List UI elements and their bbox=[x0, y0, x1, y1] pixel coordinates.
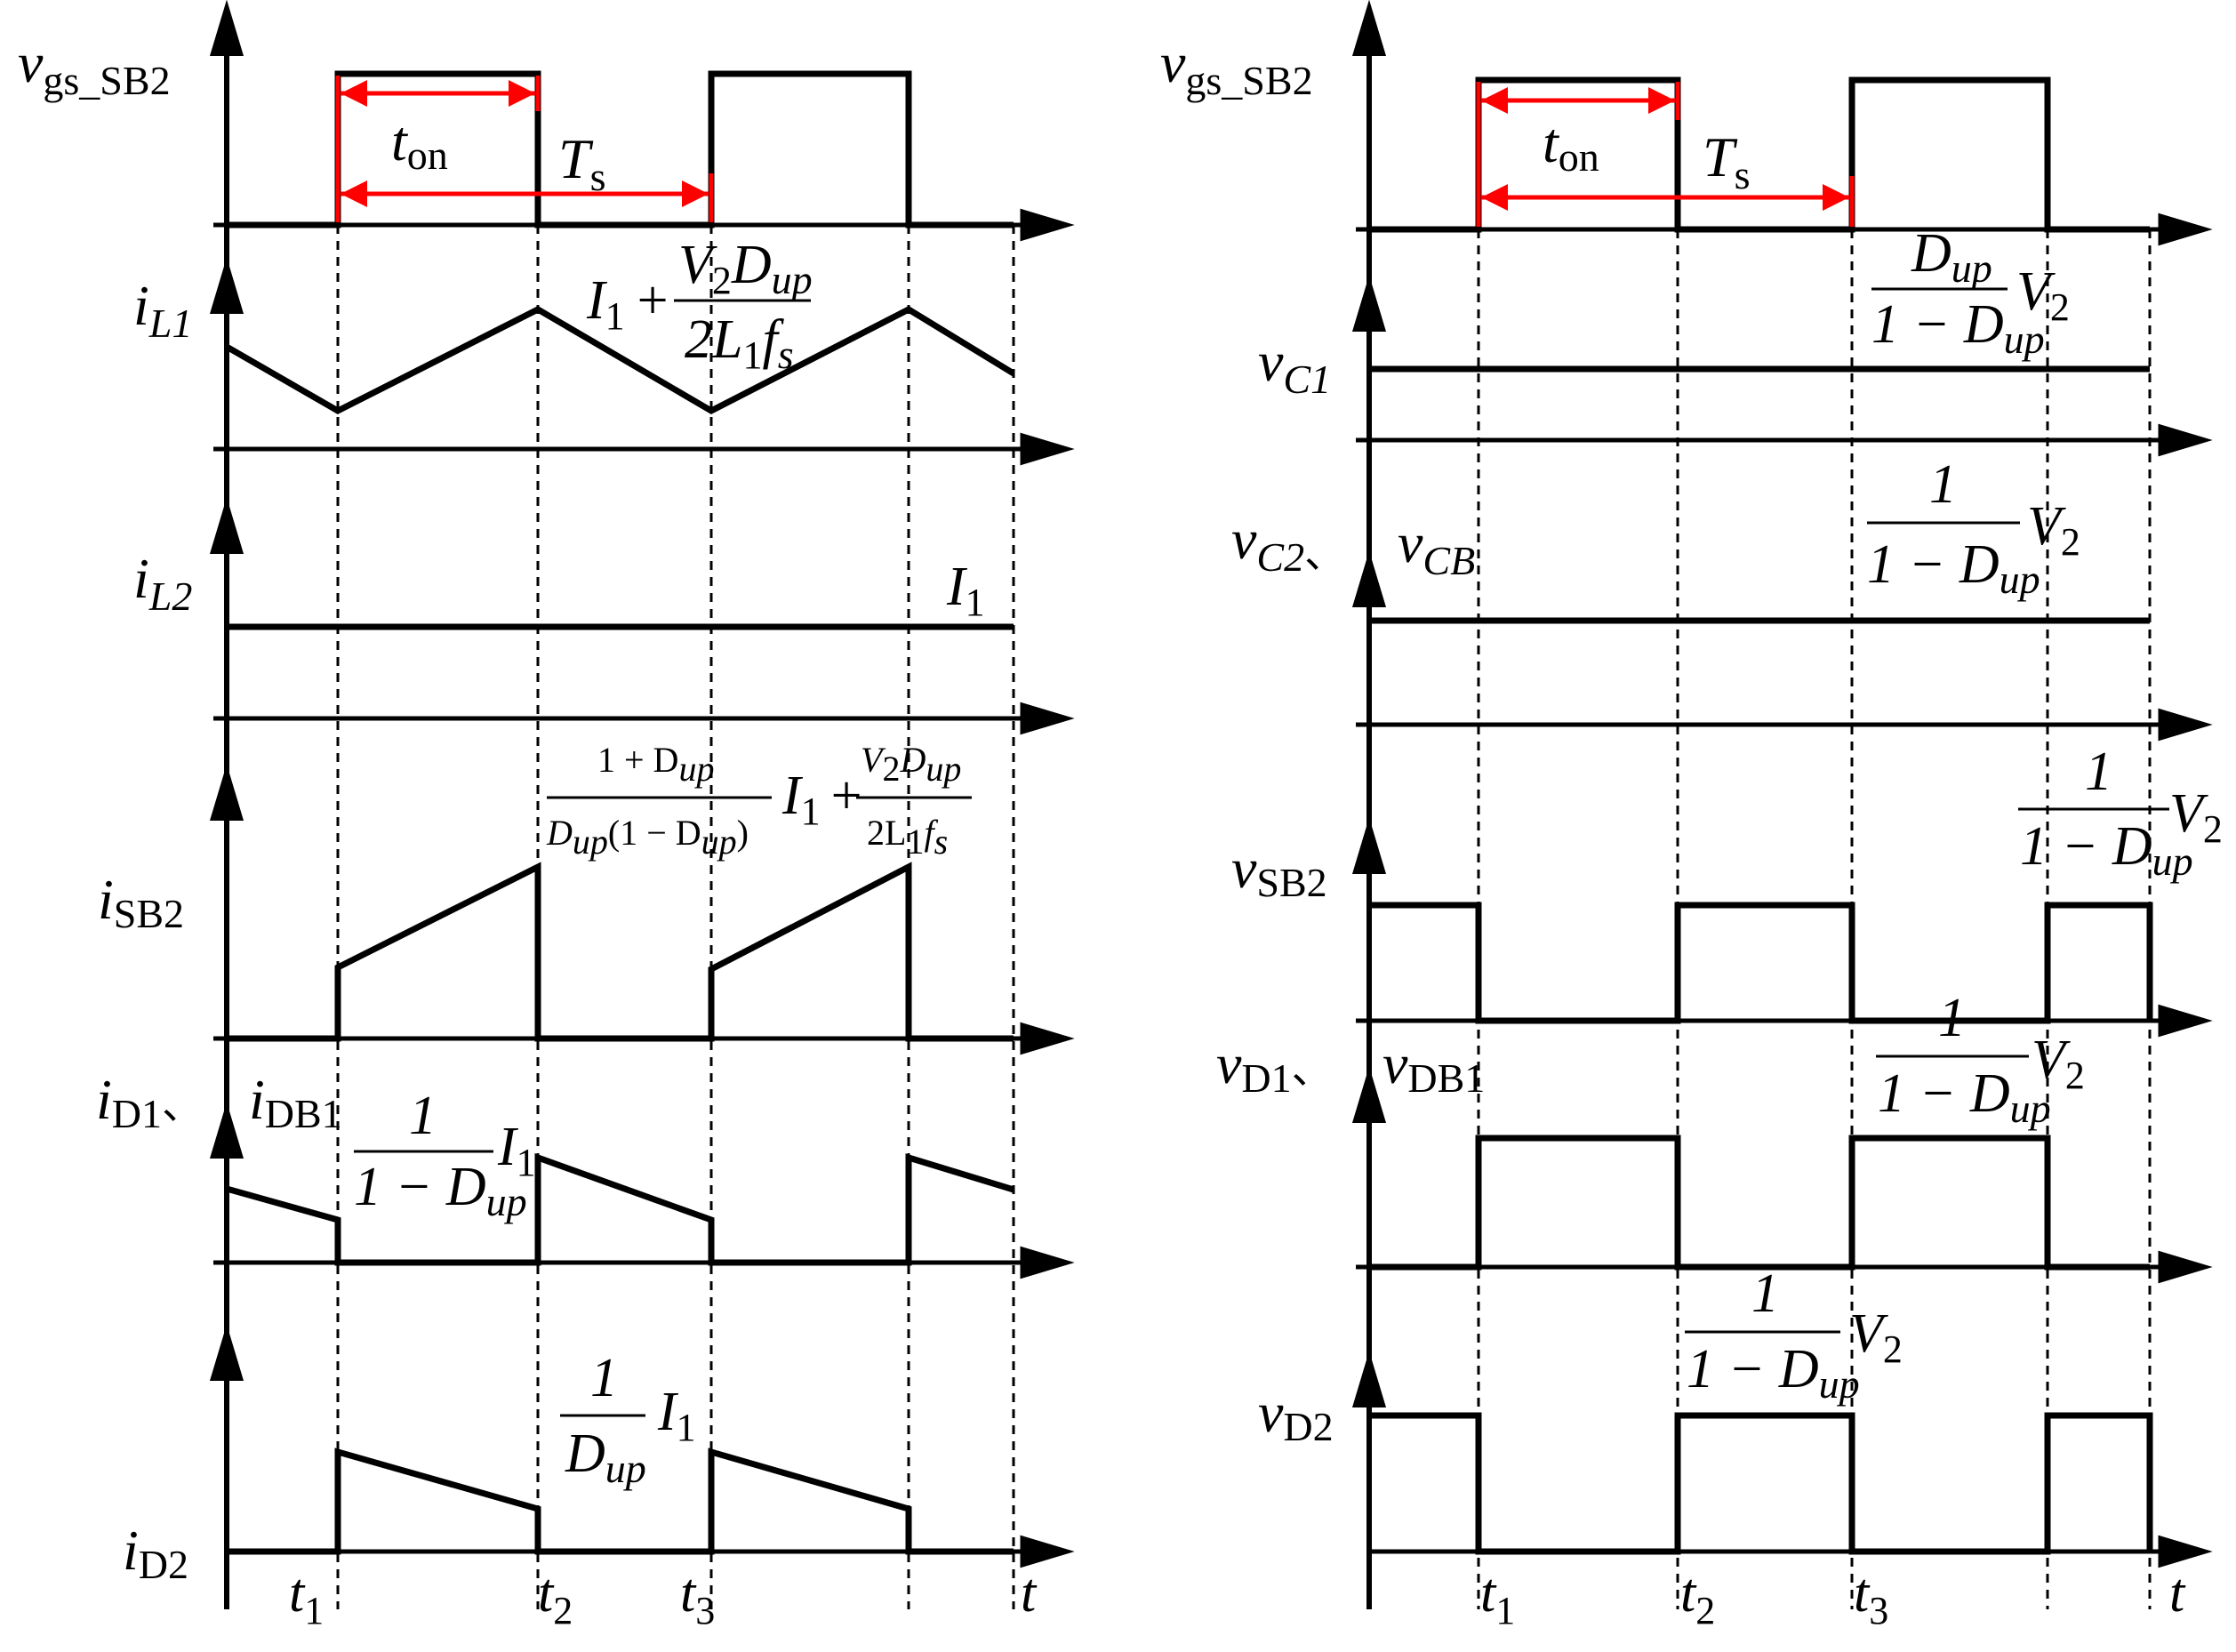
right-timing-markers bbox=[1476, 82, 1855, 227]
svg-text:Dup(1 − Dup): Dup(1 − Dup) bbox=[546, 813, 749, 862]
label-iD1: iD1、 bbox=[96, 1068, 203, 1136]
svg-text:1: 1 bbox=[409, 1086, 437, 1146]
right-vertical-axes bbox=[1351, 0, 1387, 1609]
svg-text:1 − Dup: 1 − Dup bbox=[1867, 534, 2040, 602]
svg-text:I1: I1 bbox=[657, 1382, 696, 1449]
left-waveforms bbox=[225, 70, 1015, 1555]
label-vC2: vC2、 bbox=[1231, 508, 1345, 580]
label-vDB1: vDB1 bbox=[1382, 1032, 1485, 1101]
right-t1-label: t1 bbox=[1480, 1563, 1515, 1632]
left-labels: vgs_SB2 ton Ts iL1 iL2 iSB2 iD1、 iDB1 iD… bbox=[18, 31, 606, 1587]
label-ts-right: Ts bbox=[1703, 125, 1751, 197]
iL2-annotation: I1 bbox=[946, 557, 985, 624]
vC1-annotation: Dup 1 − Dup V2 bbox=[1871, 223, 2070, 362]
right-t3-label: t3 bbox=[1854, 1563, 1888, 1632]
left-time-labels: t1 t2 t3 t bbox=[289, 1563, 1038, 1632]
right-t-label: t bbox=[2169, 1563, 2186, 1624]
vD2-waveform bbox=[1369, 1412, 2153, 1555]
svg-text:1: 1 bbox=[1751, 1263, 1779, 1324]
left-panel: vgs_SB2 ton Ts iL1 iL2 iSB2 iD1、 iDB1 iD… bbox=[18, 0, 1075, 1632]
svg-text:1 − Dup: 1 − Dup bbox=[2020, 816, 2193, 884]
left-t-label: t bbox=[1021, 1563, 1038, 1624]
svg-text:V2: V2 bbox=[2169, 783, 2223, 851]
right-t2-label: t2 bbox=[1680, 1563, 1715, 1632]
label-vCB: vCB bbox=[1398, 511, 1475, 583]
iL1-annotation: I1+ V2Dup 2L1fs bbox=[586, 235, 813, 377]
left-horizontal-axes bbox=[213, 208, 1075, 1568]
svg-text:Dup: Dup bbox=[565, 1423, 646, 1491]
label-iSB2: iSB2 bbox=[98, 868, 184, 936]
svg-text:2L1fs: 2L1fs bbox=[867, 813, 948, 862]
left-t3-label: t3 bbox=[680, 1563, 715, 1632]
svg-text:V2: V2 bbox=[2027, 496, 2080, 564]
vC2-annotation: 1 1 − Dup V2 bbox=[1867, 454, 2080, 602]
svg-text:I1+: I1+ bbox=[781, 766, 865, 833]
svg-text:V2Dup: V2Dup bbox=[678, 235, 813, 302]
left-timing-markers bbox=[335, 76, 714, 222]
vD1-annotation: 1 1 − Dup V2 bbox=[1876, 988, 2085, 1131]
iSB2-annotation: 1 + Dup Dup(1 − Dup) I1+ V2Dup 2L1fs bbox=[546, 740, 972, 862]
left-vertical-axes bbox=[209, 0, 244, 1609]
label-iL2: iL2 bbox=[133, 547, 192, 619]
svg-text:1 − Dup: 1 − Dup bbox=[1878, 1063, 2051, 1131]
label-iD2: iD2 bbox=[123, 1519, 188, 1587]
vgs-sb2-waveform bbox=[227, 70, 1014, 229]
svg-text:1: 1 bbox=[2085, 742, 2112, 802]
left-t2-label: t2 bbox=[538, 1563, 573, 1632]
svg-text:2L1fs: 2L1fs bbox=[685, 309, 794, 377]
right-time-labels: t1 t2 t3 t bbox=[1480, 1563, 2186, 1632]
right-annotations: Dup 1 − Dup V2 1 1 − Dup V2 1 1 − Dup V2 bbox=[1685, 223, 2223, 1407]
svg-text:1: 1 bbox=[1929, 454, 1957, 515]
iD1-annotation: 1 1 − Dup I1 bbox=[354, 1086, 536, 1224]
svg-text:V2: V2 bbox=[2016, 261, 2070, 329]
right-panel: vgs_SB2 ton Ts vC1 vC2、 vCB vSB2 vD1、 vD… bbox=[1160, 0, 2223, 1632]
label-ton-right: ton bbox=[1543, 111, 1599, 180]
svg-text:1 − Dup: 1 − Dup bbox=[1687, 1339, 1860, 1407]
vSB2-annotation: 1 1 − Dup V2 bbox=[2018, 742, 2223, 884]
right-labels: vgs_SB2 ton Ts vC1 vC2、 vCB vSB2 vD1、 vD… bbox=[1160, 31, 1751, 1449]
label-vD1: vD1、 bbox=[1216, 1032, 1333, 1101]
svg-text:I1: I1 bbox=[497, 1117, 536, 1184]
svg-text:1: 1 bbox=[590, 1348, 618, 1408]
vSB2-waveform bbox=[1369, 902, 2153, 1024]
left-t1-label: t1 bbox=[289, 1563, 324, 1632]
label-vD2: vD2 bbox=[1258, 1381, 1334, 1449]
iL1-waveform bbox=[225, 305, 1015, 414]
iD2-annotation: 1 Dup I1 bbox=[560, 1348, 696, 1491]
svg-text:I1+: I1+ bbox=[586, 270, 671, 338]
vD2-annotation: 1 1 − Dup V2 bbox=[1685, 1263, 1903, 1407]
svg-text:1 − Dup: 1 − Dup bbox=[1871, 294, 2045, 362]
label-iL1: iL1 bbox=[133, 274, 192, 346]
label-ts-left: Ts bbox=[558, 127, 606, 199]
label-vgs-right: vgs_SB2 bbox=[1160, 31, 1313, 103]
svg-text:V2: V2 bbox=[2032, 1030, 2085, 1097]
svg-text:1 + Dup: 1 + Dup bbox=[597, 740, 714, 789]
iD1-waveform bbox=[226, 1153, 1015, 1266]
label-vSB2: vSB2 bbox=[1231, 837, 1327, 905]
svg-text:1 − Dup: 1 − Dup bbox=[354, 1157, 527, 1224]
svg-text:V2: V2 bbox=[1849, 1303, 1903, 1371]
left-annotations: I1+ V2Dup 2L1fs I1 1 + Dup Dup(1 − Dup) … bbox=[354, 235, 985, 1491]
svg-text:Dup: Dup bbox=[1911, 223, 1992, 291]
iD2-waveform bbox=[227, 1448, 1014, 1555]
svg-text:1: 1 bbox=[1938, 988, 1966, 1048]
label-iDB1: iDB1 bbox=[249, 1068, 342, 1136]
svg-text:V2Dup: V2Dup bbox=[861, 740, 961, 789]
label-vgs-left: vgs_SB2 bbox=[18, 31, 171, 103]
iSB2-waveform bbox=[227, 862, 1014, 1042]
label-ton-left: ton bbox=[391, 109, 448, 178]
label-vC1: vC1 bbox=[1258, 330, 1331, 402]
vD1-waveform bbox=[1369, 1135, 2150, 1271]
